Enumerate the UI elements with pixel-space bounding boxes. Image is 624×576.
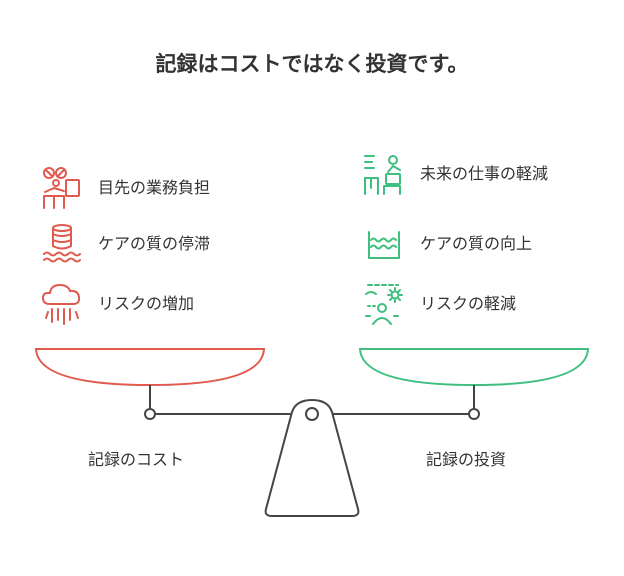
rising-water-icon [368,231,400,259]
left-item-label: ケアの質の停滞 [98,234,211,253]
left-item-label: リスクの増加 [98,294,195,313]
investment-caption: 記録の投資 [426,450,507,469]
storm-cloud-icon [42,284,81,325]
sinking-database-icon [43,224,81,263]
left-item-1: 目先の業務負担 [40,166,210,210]
right-item-label: ケアの質の向上 [420,234,533,253]
left-item-label: 目先の業務負担 [98,178,211,197]
right-item-2: ケアの質の向上 [362,222,532,266]
right-item-1: 未来の仕事の軽減 [362,152,580,196]
right-item-label: 未来の仕事の軽減 [420,164,549,183]
relaxed-worker-icon [364,155,401,195]
right-pan [358,348,590,387]
overwhelmed-worker-icon [43,167,80,209]
left-pan [34,348,266,387]
right-item-3: リスクの軽減 [362,282,516,326]
page-title: 記録はコストではなく投資です。 [155,52,469,76]
fulcrum [264,398,360,517]
cost-caption: 記録のコスト [88,450,185,469]
right-item-label: リスクの軽減 [420,294,517,313]
left-item-3: リスクの増加 [40,282,194,326]
sunny-outlook-icon [365,284,403,325]
left-item-2: ケアの質の停滞 [40,222,210,266]
